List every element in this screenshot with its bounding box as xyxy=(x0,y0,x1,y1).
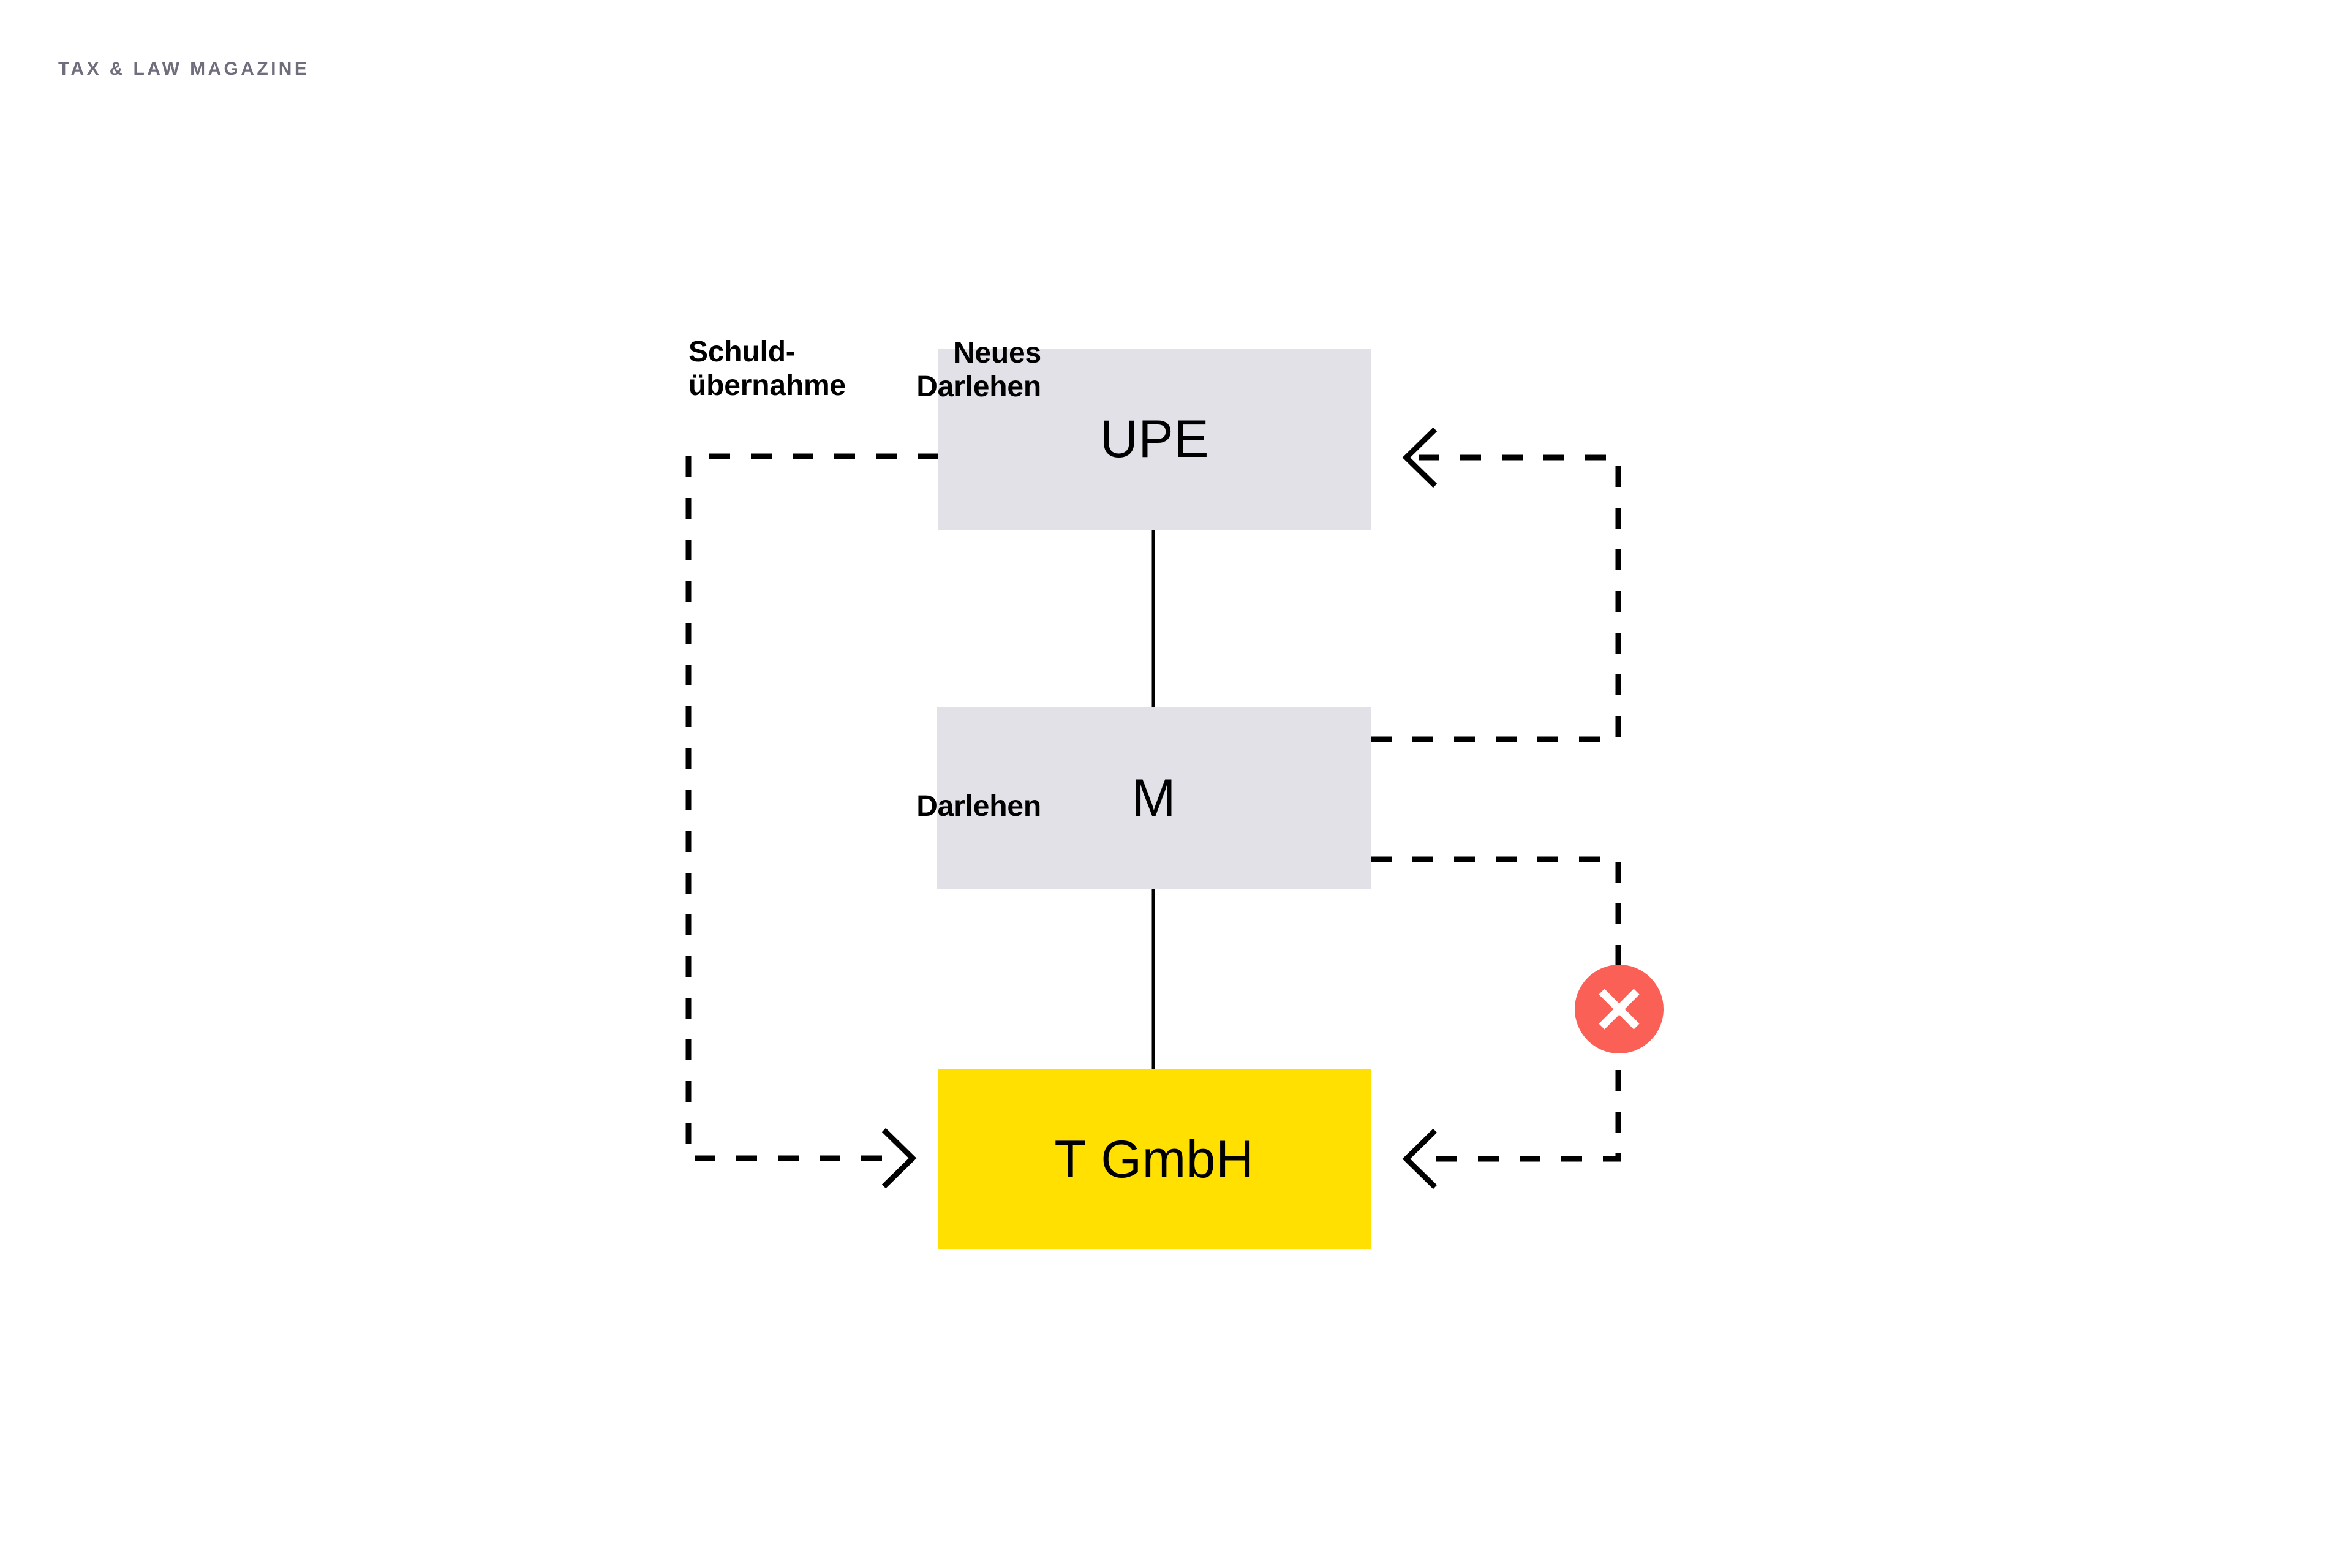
entity-label-tgmbh: T GmbH xyxy=(1054,1129,1254,1189)
flow-arrowhead-neues-darlehen xyxy=(1402,427,1438,488)
flow-label-neues-darlehen: Neues Darlehen xyxy=(916,337,1041,403)
entity-box-upe[interactable]: UPE xyxy=(938,349,1371,530)
flow-line-neues-darlehen xyxy=(1371,454,1621,742)
entity-box-m[interactable]: M xyxy=(937,707,1371,889)
entity-box-tgmbh[interactable]: T GmbH xyxy=(938,1069,1371,1250)
x-cross-icon xyxy=(1599,989,1640,1030)
entity-label-m: M xyxy=(1131,769,1177,827)
flow-line-schuldubernahme xyxy=(685,453,938,1161)
entity-label-upe: UPE xyxy=(1099,410,1210,469)
blocked-flow-badge[interactable] xyxy=(1575,965,1664,1054)
flow-label-darlehen: Darlehen xyxy=(916,790,1041,823)
flow-arrowhead-darlehen xyxy=(1402,1128,1438,1189)
flow-label-schuldubernahme: Schuld- übernahme xyxy=(688,336,846,402)
flow-arrowhead-schuldubernahme xyxy=(881,1128,917,1189)
magazine-title: TAX & LAW MAGAZINE xyxy=(58,59,310,79)
